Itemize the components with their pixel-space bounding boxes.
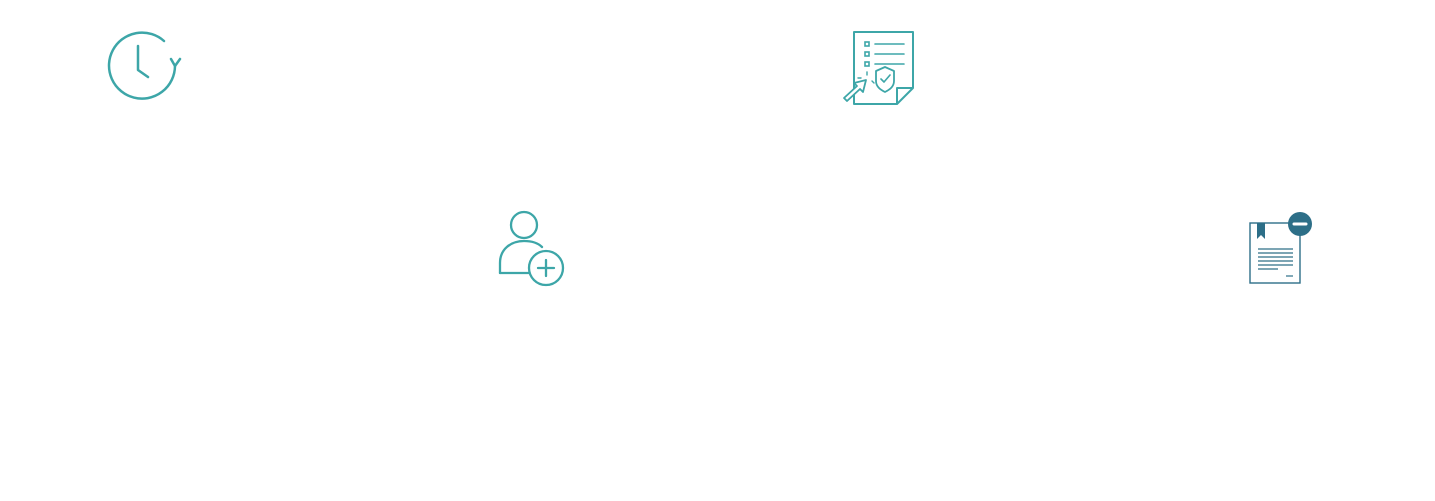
document-check-icon	[836, 26, 920, 110]
clock-refresh-icon	[98, 28, 182, 106]
document-remove-icon	[1244, 208, 1316, 288]
user-add-icon	[494, 208, 570, 288]
